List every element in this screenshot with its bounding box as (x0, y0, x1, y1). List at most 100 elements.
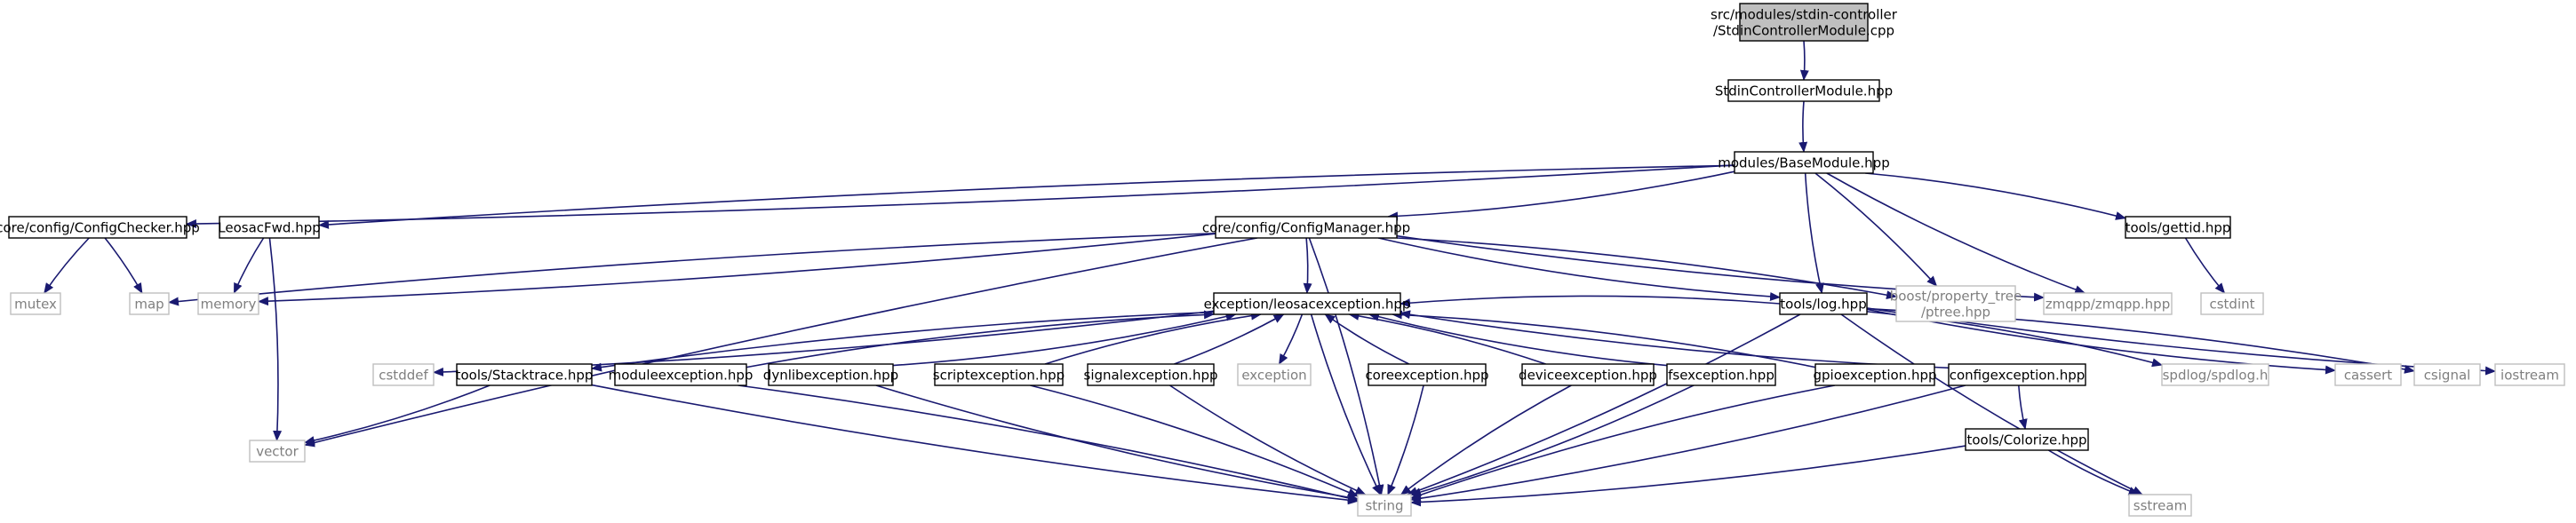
node-label-sstream-0: sstream (2133, 498, 2187, 514)
node-cassert: cassert (2334, 363, 2402, 386)
edge-coreexception-to-leosacexception (1324, 313, 1410, 365)
edge-dynlibexception-to-leosacexception (892, 312, 1237, 367)
edge-leosacfwd-to-vector (268, 237, 283, 441)
node-leosacfwd[interactable]: LeosacFwd.hpp (218, 216, 321, 239)
node-box-leosacexception (1213, 292, 1401, 315)
node-memory: memory (197, 292, 259, 315)
edge-colorize-to-sstream (2047, 449, 2140, 495)
node-string: string (1357, 494, 1412, 517)
node-box-root (1739, 3, 1869, 42)
edge-configchecker-to-map (104, 237, 143, 294)
node-box-map (129, 292, 170, 315)
node-exception: exception (1237, 363, 1312, 386)
node-label-moduleexception-0: moduleexception.hpp (609, 368, 754, 384)
edge-coreexception-to-string (1387, 384, 1424, 495)
node-box-mutex (10, 292, 61, 315)
node-label-csignal-0: csignal (2424, 368, 2471, 384)
edge-moduleexception-to-leosacexception (746, 310, 1215, 368)
node-label-zmqpp-0: zmqpp/zmqpp.hpp (2046, 297, 2170, 313)
node-label-configexception-0: configexception.hpp (1950, 368, 2086, 384)
node-gpioexception[interactable]: gpioexception.hpp (1813, 363, 1937, 386)
node-map: map (129, 292, 170, 315)
node-configchecker[interactable]: core/config/ConfigChecker.hpp (0, 216, 200, 239)
node-fsexception[interactable]: fsexception.hpp (1666, 363, 1776, 386)
node-label-deviceexception-0: deviceexception.hpp (1519, 368, 1657, 384)
node-box-cassert (2334, 363, 2402, 386)
node-box-zmqpp (2043, 292, 2173, 315)
edge-deviceexception-to-leosacexception (1348, 311, 1546, 365)
node-label-root-1: /StdinControllerModule.cpp (1713, 23, 1894, 39)
node-colorize[interactable]: tools/Colorize.hpp (1965, 428, 2089, 451)
node-deviceexception[interactable]: deviceexception.hpp (1519, 363, 1657, 386)
edge-moduleexception-to-string (738, 384, 1359, 503)
node-scriptexception[interactable]: scriptexception.hpp (933, 363, 1065, 386)
node-root[interactable]: src/modules/stdin-controller/StdinContro… (1711, 3, 1898, 42)
node-coreexception[interactable]: coreexception.hpp (1365, 363, 1489, 386)
node-mutex: mutex (10, 292, 61, 315)
node-label-colorize-0: tools/Colorize.hpp (1966, 432, 2086, 448)
edge-configmanager-to-log (1378, 237, 1781, 301)
node-label-spdlog-0: spdlog/spdlog.h (2163, 368, 2269, 384)
edge-configexception-to-leosacexception (1400, 310, 1950, 369)
node-stdinhpp[interactable]: StdinControllerModule.hpp (1715, 79, 1893, 102)
node-box-spdlog (2161, 363, 2269, 386)
node-sstream: sstream (2128, 494, 2192, 517)
node-stacktrace[interactable]: tools/Stacktrace.hpp (456, 363, 594, 386)
node-basemodule[interactable]: modules/BaseModule.hpp (1718, 151, 1890, 174)
edge-basemodule-to-leosacfwd (318, 164, 1735, 229)
node-label-vector-0: vector (256, 444, 299, 460)
node-label-root-0: src/modules/stdin-controller (1711, 7, 1898, 23)
edge-colorize-to-string (1410, 445, 1966, 507)
edge-leosacexception-to-string (1310, 313, 1382, 495)
edge-stacktrace-to-vector (304, 384, 490, 445)
edge-log-to-string (1407, 313, 1801, 495)
node-configexception[interactable]: configexception.hpp (1948, 363, 2086, 386)
node-label-log-0: tools/log.hpp (1780, 297, 1866, 313)
node-box-gpioexception (1814, 363, 1935, 386)
node-label-scriptexception-0: scriptexception.hpp (933, 368, 1065, 384)
node-box-exception (1237, 363, 1312, 386)
node-box-configmanager (1215, 216, 1398, 239)
node-signalexception[interactable]: signalexception.hpp (1084, 363, 1218, 386)
node-leosacexception[interactable]: exception/leosacexception.hpp (1204, 292, 1411, 315)
node-dynlibexception[interactable]: dynlibexception.hpp (763, 363, 898, 386)
node-label-memory-0: memory (201, 297, 257, 313)
node-log[interactable]: tools/log.hpp (1779, 292, 1868, 315)
edge-leosacfwd-to-memory (233, 237, 265, 294)
node-moduleexception[interactable]: moduleexception.hpp (609, 363, 754, 386)
node-csignal: csignal (2413, 363, 2481, 386)
node-box-cstdint (2200, 292, 2264, 315)
node-label-string-0: string (1365, 498, 1403, 514)
node-gettid[interactable]: tools/gettid.hpp (2125, 216, 2231, 239)
edge-leosacexception-to-exception (1278, 313, 1304, 365)
node-box-coreexception (1368, 363, 1487, 386)
node-box-fsexception (1666, 363, 1776, 386)
edge-root-to-stdinhpp (1799, 40, 1809, 81)
node-label-stacktrace-0: tools/Stacktrace.hpp (456, 368, 594, 384)
edge-leosacexception-to-stacktrace (591, 311, 1215, 372)
edge-configmanager-to-string (1308, 237, 1384, 495)
nodes-layer: src/modules/stdin-controller/StdinContro… (0, 3, 2565, 517)
edge-stdinhpp-to-basemodule (1798, 100, 1808, 153)
node-box-dynlibexception (768, 363, 894, 386)
node-label-ptree-1: /ptree.hpp (1921, 305, 1990, 321)
edge-configchecker-to-mutex (44, 237, 90, 294)
node-box-gettid (2125, 216, 2231, 239)
edge-basemodule-to-configchecker (186, 164, 1735, 229)
node-label-map-0: map (134, 297, 163, 313)
node-box-csignal (2413, 363, 2481, 386)
node-box-ptree (1895, 285, 2016, 322)
node-box-log (1779, 292, 1868, 315)
node-box-moduleexception (614, 363, 747, 386)
edge-stacktrace-to-string (591, 384, 1359, 505)
edge-scriptexception-to-leosacexception (1044, 311, 1262, 365)
node-label-mutex-0: mutex (14, 297, 57, 313)
node-label-leosacexception-0: exception/leosacexception.hpp (1204, 297, 1411, 313)
node-ptree: boost/property_tree/ptree.hpp (1890, 285, 2022, 322)
node-box-sstream (2128, 494, 2192, 517)
node-configmanager[interactable]: core/config/ConfigManager.hpp (1202, 216, 1410, 239)
node-cstddef: cstddef (372, 363, 435, 386)
node-label-iostream-0: iostream (2500, 368, 2559, 384)
node-label-gettid-0: tools/gettid.hpp (2125, 220, 2231, 236)
